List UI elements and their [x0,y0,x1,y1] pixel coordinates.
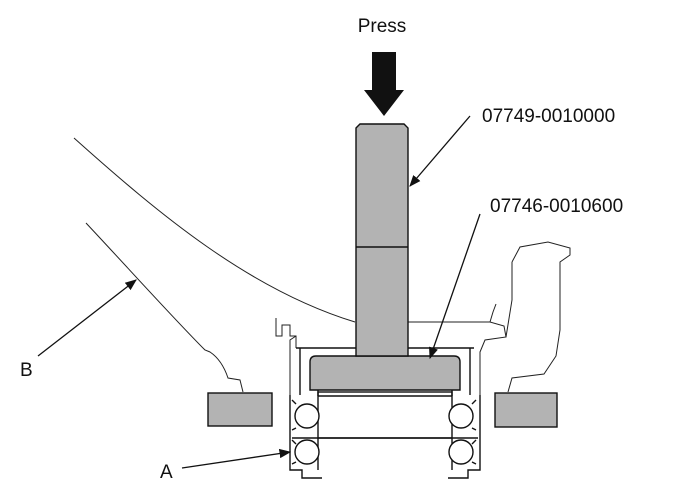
callout-a: A [160,462,173,483]
upper-driver [355,123,409,357]
left-support-block [207,392,273,427]
bearing-ball [294,439,320,465]
callout-b: B [20,360,33,381]
press-label: Press [358,16,407,37]
bearing-ball [448,439,474,465]
lower-driver-leader [429,213,481,360]
a-leader [181,448,292,469]
bearing-ball [294,403,320,429]
bearing-balls [291,399,477,465]
lower-driver [309,355,461,397]
upper-driver-leader [409,115,471,187]
b-leader [37,279,137,357]
knuckle-outline [73,137,571,395]
upper-driver-part-number: 07749-0010000 [482,106,615,127]
right-support-block [494,392,558,428]
press-arrow-icon [364,52,404,116]
bearing-ball [448,403,474,429]
lower-driver-part-number: 07746-0010600 [490,196,623,217]
